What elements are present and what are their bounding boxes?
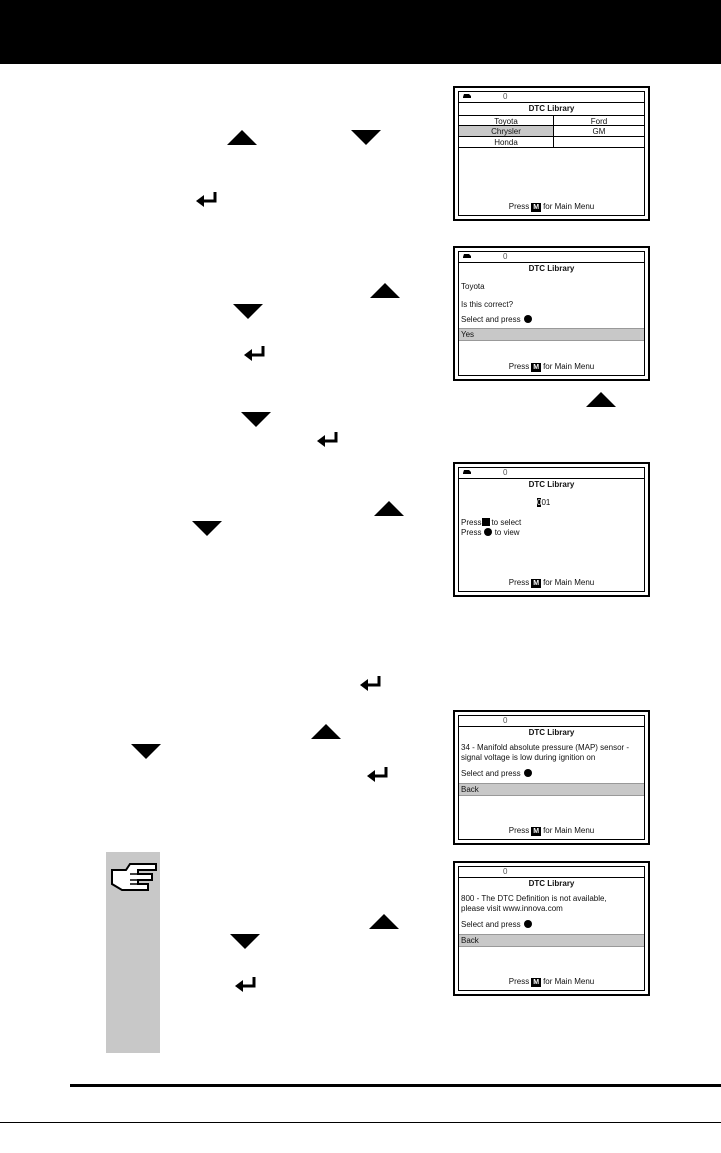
status-value: 0 bbox=[503, 252, 508, 261]
definition-line: 34 - Manifold absolute pressure (MAP) se… bbox=[461, 743, 630, 752]
footer-rule bbox=[70, 1084, 721, 1087]
status-value: 0 bbox=[503, 867, 508, 876]
enter-arrow-icon bbox=[195, 191, 219, 207]
status-bar: 0 bbox=[459, 716, 644, 727]
car-icon bbox=[463, 94, 471, 98]
down-arrow-icon bbox=[240, 411, 272, 428]
up-arrow-icon bbox=[368, 913, 400, 930]
up-arrow-icon bbox=[369, 282, 401, 299]
up-arrow-icon bbox=[310, 723, 342, 740]
down-arrow-icon bbox=[350, 129, 382, 146]
select-prompt: Select and press bbox=[461, 920, 532, 929]
status-value: 0 bbox=[503, 92, 508, 101]
instruction-view: Press to view bbox=[461, 528, 520, 537]
down-arrow-icon bbox=[130, 743, 162, 760]
up-arrow-icon bbox=[226, 129, 258, 146]
make-cell[interactable]: Ford bbox=[554, 115, 644, 126]
m-key-icon: M bbox=[531, 363, 542, 372]
definition-line: 800 - The DTC Definition is not availabl… bbox=[461, 894, 607, 903]
down-arrow-icon bbox=[191, 520, 223, 537]
select-prompt: Select and press bbox=[461, 315, 532, 324]
up-arrow-icon bbox=[585, 391, 617, 408]
select-prompt: Select and press bbox=[461, 769, 532, 778]
car-icon bbox=[463, 254, 471, 258]
screen-title: DTC Library bbox=[528, 264, 575, 273]
status-value: 0 bbox=[503, 468, 508, 477]
definition-line: please visit www.innova.com bbox=[461, 904, 563, 913]
up-arrow-icon bbox=[373, 500, 405, 517]
status-bar: 0 bbox=[459, 468, 644, 479]
updown-key-icon bbox=[482, 518, 491, 526]
screen-make-select: 0 DTC Library Toyota Ford Chrysler GM Ho… bbox=[453, 86, 650, 221]
make-cell-selected[interactable]: Chrysler bbox=[459, 126, 554, 137]
enter-key-icon bbox=[523, 769, 532, 777]
enter-arrow-icon bbox=[359, 675, 383, 691]
header-bar bbox=[0, 0, 721, 64]
m-key-icon: M bbox=[531, 579, 542, 588]
down-arrow-icon bbox=[232, 303, 264, 320]
enter-arrow-icon bbox=[316, 431, 340, 447]
status-value: 0 bbox=[503, 716, 508, 725]
make-cell[interactable]: Toyota bbox=[459, 115, 554, 126]
make-cell[interactable]: GM bbox=[554, 126, 644, 137]
enter-key-icon bbox=[523, 315, 532, 323]
definition-line: signal voltage is low during ignition on bbox=[461, 753, 596, 762]
option-back[interactable]: Back bbox=[459, 783, 644, 796]
make-cell[interactable]: Honda bbox=[459, 137, 554, 148]
m-key-icon: M bbox=[531, 978, 542, 987]
screen-confirm-make: 0 DTC Library Toyota Is this correct? Se… bbox=[453, 246, 650, 381]
enter-arrow-icon bbox=[366, 766, 390, 782]
status-bar: 0 bbox=[459, 252, 644, 263]
make-cell[interactable] bbox=[554, 137, 644, 148]
code-field[interactable]: 001 bbox=[537, 498, 551, 507]
status-bar: 0 bbox=[459, 867, 644, 878]
m-key-icon: M bbox=[531, 827, 542, 836]
m-key-icon: M bbox=[531, 203, 542, 212]
pointing-hand-icon bbox=[108, 856, 158, 896]
option-back[interactable]: Back bbox=[459, 934, 644, 947]
code-cursor: 0 bbox=[537, 498, 542, 507]
confirm-question: Is this correct? bbox=[461, 300, 514, 309]
enter-arrow-icon bbox=[234, 976, 258, 992]
enter-key-icon bbox=[484, 528, 493, 536]
screen-title: DTC Library bbox=[528, 879, 575, 888]
footer-thin-rule bbox=[0, 1122, 721, 1123]
screen-title: DTC Library bbox=[528, 728, 575, 737]
car-icon bbox=[463, 470, 471, 474]
status-bar: 0 bbox=[459, 92, 644, 103]
enter-arrow-icon bbox=[243, 345, 267, 361]
enter-key-icon bbox=[523, 920, 532, 928]
screen-title: DTC Library bbox=[528, 480, 575, 489]
option-yes[interactable]: Yes bbox=[459, 328, 644, 341]
selected-make: Toyota bbox=[461, 282, 485, 291]
screen-definition: 0 DTC Library 34 - Manifold absolute pre… bbox=[453, 710, 650, 845]
screen-definition-unavailable: 0 DTC Library 800 - The DTC Definition i… bbox=[453, 861, 650, 996]
down-arrow-icon bbox=[229, 933, 261, 950]
screen-title: DTC Library bbox=[528, 104, 575, 113]
